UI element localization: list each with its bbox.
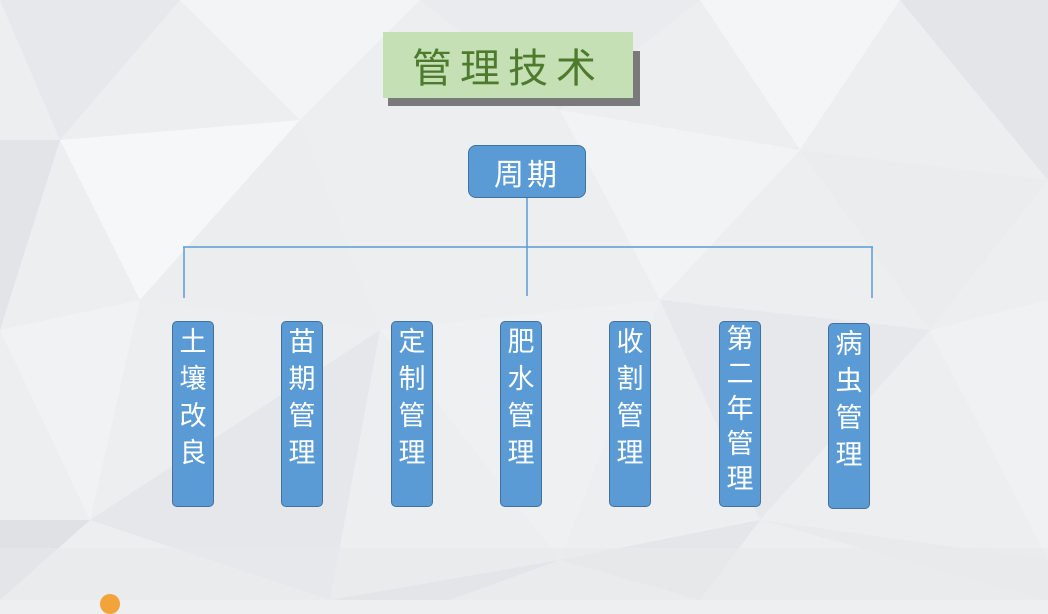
child-node-char: 壤 [179,364,207,395]
child-node-char: 管 [616,401,644,432]
child-node-seedling: 苗期管理 [281,321,323,507]
child-node-char: 虫 [835,366,863,397]
child-node-char: 理 [288,438,316,469]
child-node-char: 肥 [507,327,535,358]
child-node-char: 管 [726,429,754,460]
child-node-pest: 病虫管理 [828,323,870,509]
root-node: 周期 [468,145,586,198]
child-node-char: 理 [835,440,863,471]
child-node-char: 年 [726,394,754,425]
child-node-pruning: 定制管理 [391,321,433,507]
child-node-char: 管 [288,401,316,432]
child-node-char: 割 [616,364,644,395]
child-node-fertilizer: 肥水管理 [500,321,542,507]
child-node-char: 管 [398,401,426,432]
child-node-char: 期 [288,364,316,395]
child-node-char: 理 [616,438,644,469]
child-node-char: 管 [507,401,535,432]
child-node-char: 土 [179,327,207,358]
child-node-char: 管 [835,403,863,434]
child-node-char: 理 [507,438,535,469]
decorative-dot [100,594,120,614]
child-node-char: 制 [398,364,426,395]
child-node-char: 二 [726,359,754,390]
child-node-char: 良 [179,438,207,469]
child-node-char: 第 [726,324,754,355]
child-node-char: 理 [726,464,754,495]
diagram-title: 管理技术 [383,32,633,98]
child-node-char: 苗 [288,327,316,358]
child-node-char: 理 [398,438,426,469]
child-node-soil: 土壤改良 [172,321,214,507]
child-node-char: 定 [398,327,426,358]
child-node-char: 改 [179,401,207,432]
child-node-second-year: 第二年管理 [719,321,761,507]
child-node-char: 水 [507,364,535,395]
child-node-harvest: 收割管理 [609,321,651,507]
child-node-char: 收 [616,327,644,358]
child-node-char: 病 [835,329,863,360]
